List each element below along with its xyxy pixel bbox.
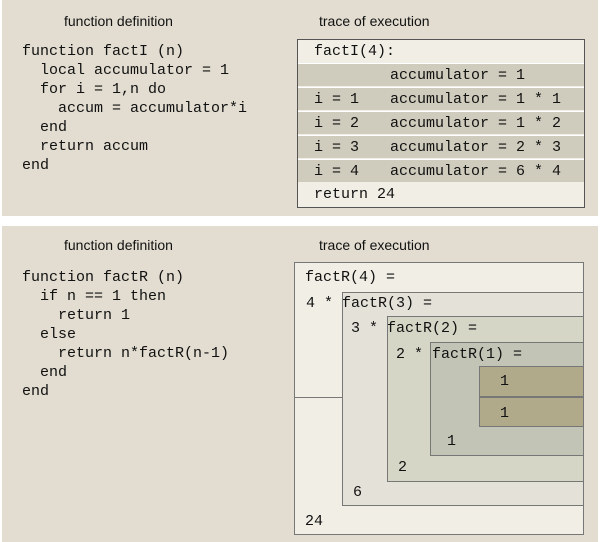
code-line: accum = accumulator*i — [22, 100, 248, 117]
trace-i: i = 3 — [314, 139, 360, 156]
code-line: for i = 1,n do — [22, 81, 167, 98]
trace-call: factI(4): — [314, 43, 396, 60]
iterative-trace-heading: trace of execution — [319, 13, 430, 29]
code-line: end — [22, 157, 50, 174]
code-line: return accum — [22, 138, 149, 155]
trace-init: accumulator = 1 — [390, 67, 526, 84]
trace-acc: accumulator = 1 * 2 — [390, 115, 562, 132]
recursive-definition-heading: function definition — [64, 237, 173, 253]
code-line: else — [22, 326, 77, 343]
trace-result: return 24 — [314, 186, 396, 203]
trace-result-row: return 24 — [298, 183, 584, 206]
trace-return-1: 1 — [447, 433, 457, 450]
trace-row: i = 2 accumulator = 1 * 2 — [298, 111, 584, 134]
trace-i: i = 1 — [314, 91, 360, 108]
trace-acc: accumulator = 1 * 1 — [390, 91, 562, 108]
trace-acc: accumulator = 2 * 3 — [390, 139, 562, 156]
iterative-definition-heading: function definition — [64, 13, 173, 29]
trace-call-row: factI(4): — [298, 40, 584, 63]
iterative-trace-table: factI(4): accumulator = 1 i = 1 accumula… — [297, 39, 585, 208]
trace-row: i = 1 accumulator = 1 * 1 — [298, 87, 584, 110]
trace-row: i = 4 accumulator = 6 * 4 — [298, 159, 584, 182]
trace-call-factR4: factR(4) = — [305, 269, 396, 286]
trace-acc: accumulator = 6 * 4 — [390, 163, 562, 180]
trace-box-base-bottom — [479, 397, 584, 427]
trace-box-base-top — [479, 366, 584, 397]
recursive-trace-heading: trace of execution — [319, 237, 430, 253]
trace-return-24: 24 — [305, 513, 324, 530]
trace-return-2: 2 — [398, 459, 408, 476]
trace-base-value-top: 1 — [500, 373, 510, 390]
code-line: if n == 1 then — [22, 288, 167, 305]
trace-i: i = 4 — [314, 163, 360, 180]
trace-call-factR2: 3 * factR(2) = — [351, 320, 478, 337]
code-line: return n*factR(n-1) — [22, 345, 230, 362]
code-line: end — [22, 119, 68, 136]
trace-row: i = 3 accumulator = 2 * 3 — [298, 135, 584, 158]
code-line: end — [22, 364, 68, 381]
trace-base-value-bottom: 1 — [500, 405, 510, 422]
code-line: local accumulator = 1 — [22, 62, 230, 79]
code-line: return 1 — [22, 307, 131, 324]
trace-call-factR1: 2 * factR(1) = — [396, 346, 523, 363]
code-line: function factR (n) — [22, 269, 185, 286]
code-line: end — [22, 383, 50, 400]
trace-i: i = 2 — [314, 115, 360, 132]
iterative-panel: function definition trace of execution f… — [2, 0, 598, 216]
trace-init-row: accumulator = 1 — [298, 63, 584, 86]
code-line: function factI (n) — [22, 43, 185, 60]
trace-return-6: 6 — [353, 484, 363, 501]
trace-call-factR3: 4 * factR(3) = — [306, 295, 433, 312]
